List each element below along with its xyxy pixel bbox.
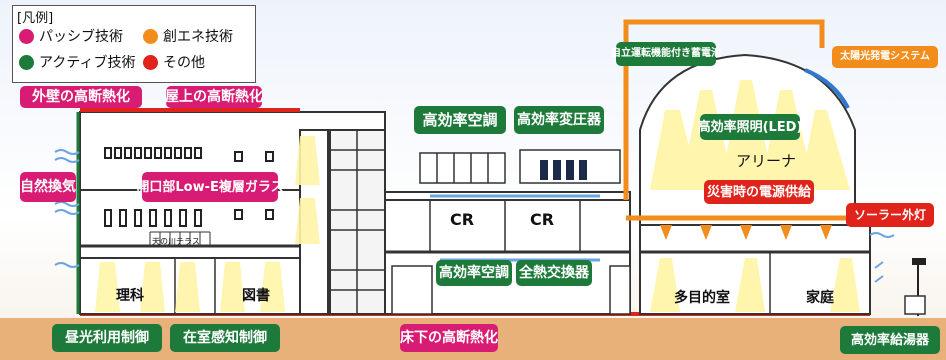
room-science: 理科 xyxy=(116,288,144,304)
disaster-power-label: 災害時の電源供給 xyxy=(704,180,814,204)
solar-street-light xyxy=(904,258,926,316)
transformer-label: 高効率変圧器 xyxy=(514,106,604,134)
legend-item-active: アクティブ技術 xyxy=(19,52,135,72)
wall-insulation-label: 外壁の高断熱化 xyxy=(20,86,142,108)
heat-exchanger-label: 全熱交換器 xyxy=(516,260,592,286)
room-cr-2: CR xyxy=(530,210,555,229)
roof-insulation-label: 屋上の高断熱化 xyxy=(165,86,263,108)
arena-label: アリーナ xyxy=(736,152,797,170)
school-building xyxy=(54,108,386,315)
legend-item-label: パッシブ技術 xyxy=(39,29,123,45)
legend-item-passive: パッシブ技術 xyxy=(19,26,123,46)
legend-item-other: その他 xyxy=(143,52,205,72)
battery-label: 自立運転機能付き蓄電池 xyxy=(611,42,721,66)
hvac-bottom-label: 高効率空調 xyxy=(436,260,512,286)
room-library: 図書 xyxy=(242,288,270,304)
legend-item-solar-energy: 創エネ技術 xyxy=(143,26,233,46)
room-cr-1: CR xyxy=(450,210,475,229)
power-supply-line xyxy=(623,19,866,221)
legend-item-label: 創エネ技術 xyxy=(163,29,233,45)
middle-building xyxy=(384,149,631,315)
legend-title: [凡例] xyxy=(17,11,54,26)
active-dot-icon xyxy=(19,54,34,70)
passive-dot-icon xyxy=(19,28,34,44)
natural-ventilation-label: 自然換気 xyxy=(20,172,76,202)
hvac-top-label: 高効率空調 xyxy=(414,106,506,134)
occupancy-control-label: 在室感知制御 xyxy=(170,324,280,352)
solar-light-label: ソーラー外灯 xyxy=(846,203,934,227)
water-heater-label: 高効率給湯器 xyxy=(840,326,940,354)
solar-energy-dot-icon xyxy=(143,28,158,44)
room-home-ec: 家庭 xyxy=(806,290,834,306)
other-dot-icon xyxy=(143,54,158,70)
power-arrows xyxy=(660,225,832,240)
terrace-label: 天の川テラス xyxy=(152,237,200,246)
floor-insulation-label: 床下の高断熱化 xyxy=(400,324,498,352)
low-e-glass-label: 開口部Low-E複層ガラス xyxy=(136,172,284,202)
daylight-control-label: 昼光利用制御 xyxy=(52,324,162,352)
led-lighting-label: 高効率照明(LED) xyxy=(698,114,802,140)
legend-item-label: アクティブ技術 xyxy=(39,55,136,71)
legend-item-label: その他 xyxy=(163,55,205,71)
room-multipurpose: 多目的室 xyxy=(674,290,730,306)
solar-power-label: 太陽光発電システム xyxy=(832,46,938,68)
legend: [凡例] パッシブ技術 創エネ技術 アクティブ技術 その他 xyxy=(12,5,256,83)
